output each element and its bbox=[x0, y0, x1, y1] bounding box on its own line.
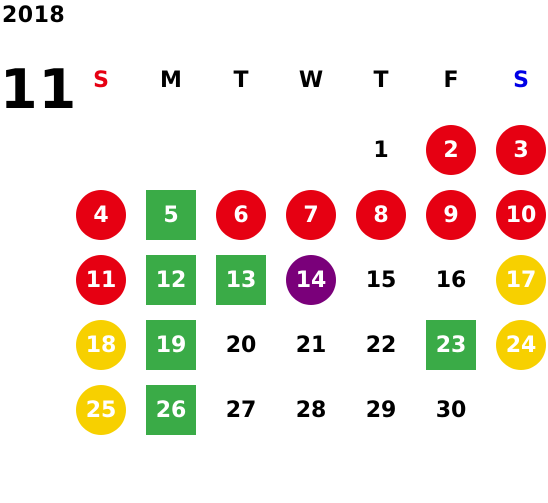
day-cell[interactable]: 17 bbox=[496, 255, 546, 305]
day-cell[interactable]: 3 bbox=[496, 125, 546, 175]
day-cell[interactable]: 20 bbox=[225, 332, 257, 358]
day-cell[interactable]: 28 bbox=[295, 397, 327, 423]
day-cell[interactable]: 6 bbox=[216, 190, 266, 240]
day-cell[interactable]: 4 bbox=[76, 190, 126, 240]
day-cell[interactable]: 2 bbox=[426, 125, 476, 175]
day-cell[interactable]: 22 bbox=[365, 332, 397, 358]
day-cell[interactable]: 25 bbox=[76, 385, 126, 435]
day-cell[interactable]: 18 bbox=[76, 320, 126, 370]
weekday-label: S bbox=[513, 68, 529, 93]
day-cell[interactable]: 24 bbox=[496, 320, 546, 370]
weekday-label: T bbox=[233, 68, 249, 93]
day-cell[interactable]: 19 bbox=[146, 320, 196, 370]
day-cell[interactable]: 30 bbox=[435, 397, 467, 423]
year-label: 2018 bbox=[2, 3, 66, 28]
day-cell[interactable]: 14 bbox=[286, 255, 336, 305]
day-cell[interactable]: 29 bbox=[365, 397, 397, 423]
day-cell[interactable]: 8 bbox=[356, 190, 406, 240]
day-cell[interactable]: 13 bbox=[216, 255, 266, 305]
day-cell[interactable]: 1 bbox=[373, 137, 389, 163]
weekday-label: F bbox=[443, 68, 459, 93]
weekday-label: M bbox=[160, 68, 182, 93]
weekday-label: S bbox=[93, 68, 109, 93]
day-cell[interactable]: 12 bbox=[146, 255, 196, 305]
day-cell[interactable]: 5 bbox=[146, 190, 196, 240]
day-cell[interactable]: 15 bbox=[365, 267, 397, 293]
weekday-label: T bbox=[373, 68, 389, 93]
day-cell[interactable]: 9 bbox=[426, 190, 476, 240]
day-cell[interactable]: 16 bbox=[435, 267, 467, 293]
weekday-label: W bbox=[298, 68, 324, 93]
month-number: 11 bbox=[0, 58, 78, 121]
day-cell[interactable]: 27 bbox=[225, 397, 257, 423]
day-cell[interactable]: 26 bbox=[146, 385, 196, 435]
day-cell[interactable]: 10 bbox=[496, 190, 546, 240]
day-cell[interactable]: 21 bbox=[295, 332, 327, 358]
day-cell[interactable]: 7 bbox=[286, 190, 336, 240]
day-cell[interactable]: 11 bbox=[76, 255, 126, 305]
day-cell[interactable]: 23 bbox=[426, 320, 476, 370]
